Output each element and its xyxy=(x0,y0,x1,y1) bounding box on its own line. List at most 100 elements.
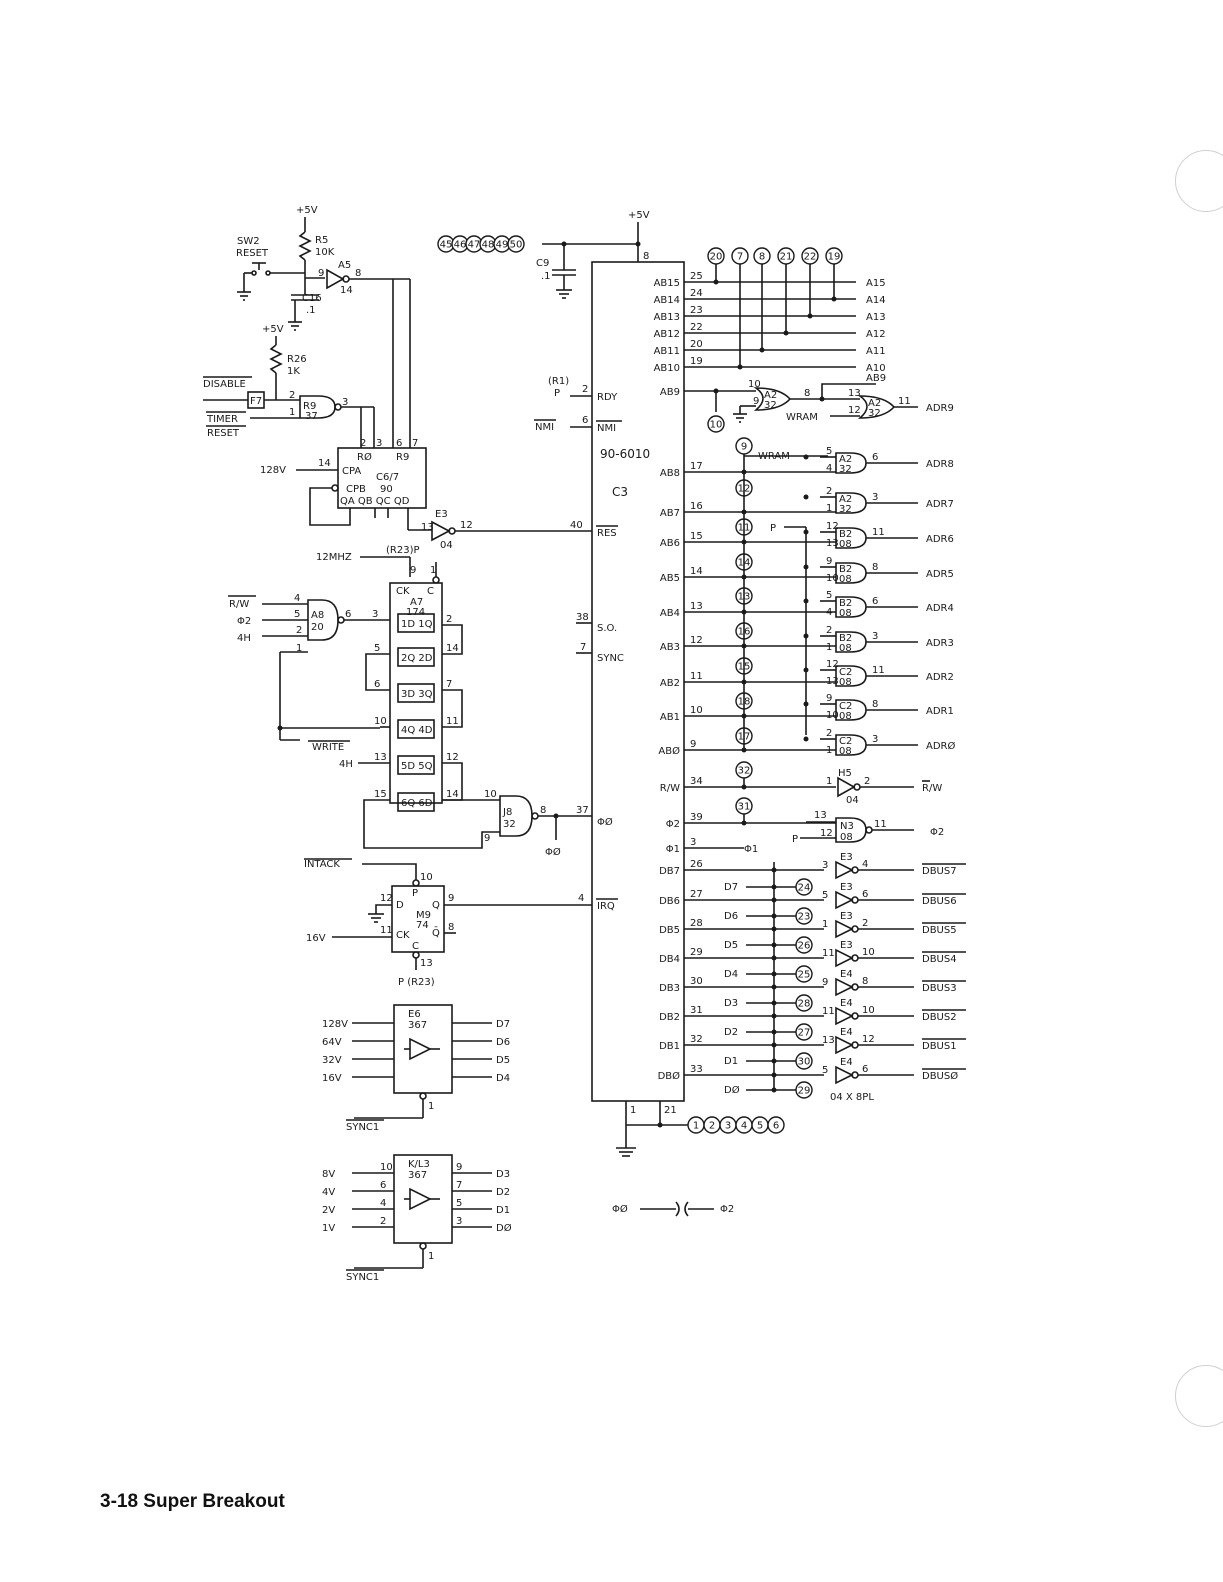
pin-ab3: AB3 xyxy=(660,642,680,653)
svg-text:6: 6 xyxy=(345,609,351,620)
e3-res-inverter: E3 04 13 12 40 xyxy=(421,509,592,551)
counter-r0: RØ xyxy=(357,451,372,463)
cpu-bottom-node-4-label: 4 xyxy=(741,1121,747,1132)
ctl-node-32-label: 32 xyxy=(738,766,751,777)
kl3-in-2: 2V xyxy=(322,1205,335,1216)
flipflop-m9: INTACK 10 P D Q M9 74 CK Q̄ C 12 9 4 8 1… xyxy=(304,858,592,988)
e3-res-part: 04 xyxy=(440,540,453,551)
dbus-out-4: DBUS3 xyxy=(922,983,957,994)
ab9-decode: 10 9 A2 32 8 WRAM 13 12 A2 32 11 ADR9 AB… xyxy=(684,373,954,423)
svg-text:7: 7 xyxy=(412,438,418,449)
gate-j8: J8 32 8 37 ΦØ xyxy=(499,795,592,858)
a8-in-4h: 4H xyxy=(237,633,251,644)
pin-nmi: NMI xyxy=(597,423,616,434)
e6-name: E6 xyxy=(408,1009,421,1020)
adr-out-6: ADR3 xyxy=(926,638,954,649)
adr-gate-part-5: 08 xyxy=(839,608,852,619)
pin-db0: DB7 xyxy=(659,866,680,877)
cpu-top-node-50 xyxy=(507,235,525,253)
svg-text:2: 2 xyxy=(380,1216,386,1227)
svg-text:1: 1 xyxy=(826,503,832,514)
rdy-p: P xyxy=(554,388,560,399)
m9-name: M9 xyxy=(416,910,431,921)
svg-text:9: 9 xyxy=(822,977,828,988)
pin-ab15: AB15 xyxy=(654,278,680,289)
kl3-in-0: 8V xyxy=(322,1169,335,1180)
cpu-bottom-node-6-label: 6 xyxy=(773,1121,779,1132)
data-node-24-label: 24 xyxy=(798,883,811,894)
latch-cell-2 xyxy=(397,647,435,667)
pin-ab10: AB10 xyxy=(654,363,680,374)
m9-q: Q xyxy=(432,900,440,911)
svg-text:13: 13 xyxy=(374,752,387,763)
pin-ab7: AB7 xyxy=(660,508,680,519)
svg-text:3: 3 xyxy=(872,492,878,503)
addr-node-21-label: 21 xyxy=(780,252,793,263)
data-node-23 xyxy=(795,907,813,925)
data-node-29 xyxy=(795,1081,813,1099)
svg-text:39: 39 xyxy=(690,812,703,823)
svg-text:12: 12 xyxy=(826,521,839,532)
svg-text:1: 1 xyxy=(826,642,832,653)
addr-out-1: A14 xyxy=(866,295,886,306)
counter-cpb: CPB xyxy=(346,484,366,495)
svg-text:7: 7 xyxy=(580,642,586,653)
cpu-top-node-46-label: 46 xyxy=(454,240,467,251)
control-outputs: 34 1 H5 04 2 R/W 39 13 P 12 N3 08 11 Φ2 … xyxy=(684,768,944,855)
svg-text:8: 8 xyxy=(862,976,868,987)
svg-text:8: 8 xyxy=(872,699,878,710)
svg-text:3: 3 xyxy=(342,397,348,408)
j8-name: J8 xyxy=(502,807,512,818)
svg-text:1: 1 xyxy=(826,745,832,756)
svg-text:1: 1 xyxy=(428,1251,434,1262)
svg-text:10: 10 xyxy=(826,710,839,721)
dbus-out-0: DBUS7 xyxy=(922,866,957,877)
a8-name: A8 xyxy=(311,610,324,621)
svg-text:5: 5 xyxy=(374,643,380,654)
adr-gate-name-5: B2 xyxy=(839,598,852,609)
pin-ab9: AB9 xyxy=(660,387,680,398)
a8-in-rw: R/W xyxy=(229,599,249,610)
adr-out-7: ADR2 xyxy=(926,672,954,683)
pin-ctl-1: Φ2 xyxy=(666,819,680,830)
svg-text:6: 6 xyxy=(872,452,878,463)
data-gate-7: E4 xyxy=(840,1057,853,1068)
counter-r9: R9 xyxy=(396,452,409,463)
svg-text:17: 17 xyxy=(690,461,703,472)
svg-text:13: 13 xyxy=(420,958,433,969)
cpu-right-pins: AB15AB14AB13AB12AB11AB10AB9AB8AB7AB6AB5A… xyxy=(654,278,681,1082)
adr-node-9-label: 9 xyxy=(741,442,747,453)
adr-gate-part-1: 32 xyxy=(839,464,852,475)
svg-text:9: 9 xyxy=(826,693,832,704)
svg-text:11: 11 xyxy=(446,716,459,727)
svg-text:34: 34 xyxy=(690,776,703,787)
latch-cell-6 xyxy=(397,792,435,812)
svg-text:14: 14 xyxy=(318,458,331,469)
rw-out: R/W xyxy=(922,783,942,794)
latch-cell-3 xyxy=(397,683,435,703)
r9-gate-label: R9 xyxy=(303,401,316,412)
m9-d: D xyxy=(396,900,404,911)
m9-clock: 16V xyxy=(306,933,326,944)
svg-text:6: 6 xyxy=(380,1180,386,1191)
data-signal-7: DØ xyxy=(724,1084,740,1096)
dbus-out-1: DBUS6 xyxy=(922,896,957,907)
svg-text:11: 11 xyxy=(872,665,885,676)
data-gate-5: E4 xyxy=(840,998,853,1009)
svg-text:29: 29 xyxy=(690,947,703,958)
write-label: WRITE xyxy=(312,742,344,753)
addr-out-5: A10 xyxy=(866,363,886,374)
svg-text:3: 3 xyxy=(456,1216,462,1227)
clock-note-left: ΦØ xyxy=(612,1203,628,1215)
svg-text:2: 2 xyxy=(826,728,832,739)
data-gate-6: E4 xyxy=(840,1027,853,1038)
svg-text:14: 14 xyxy=(446,643,459,654)
svg-text:7: 7 xyxy=(446,679,452,690)
adr-gate-part-7: 08 xyxy=(839,677,852,688)
j8-phi0: ΦØ xyxy=(545,846,561,858)
svg-text:15: 15 xyxy=(690,531,703,542)
svg-text:6: 6 xyxy=(862,1064,868,1075)
addr-out-3: A12 xyxy=(866,329,886,340)
latch-wires: 2 14 5 6 7 11 10 12 14 13 15 10 9 xyxy=(363,614,500,849)
